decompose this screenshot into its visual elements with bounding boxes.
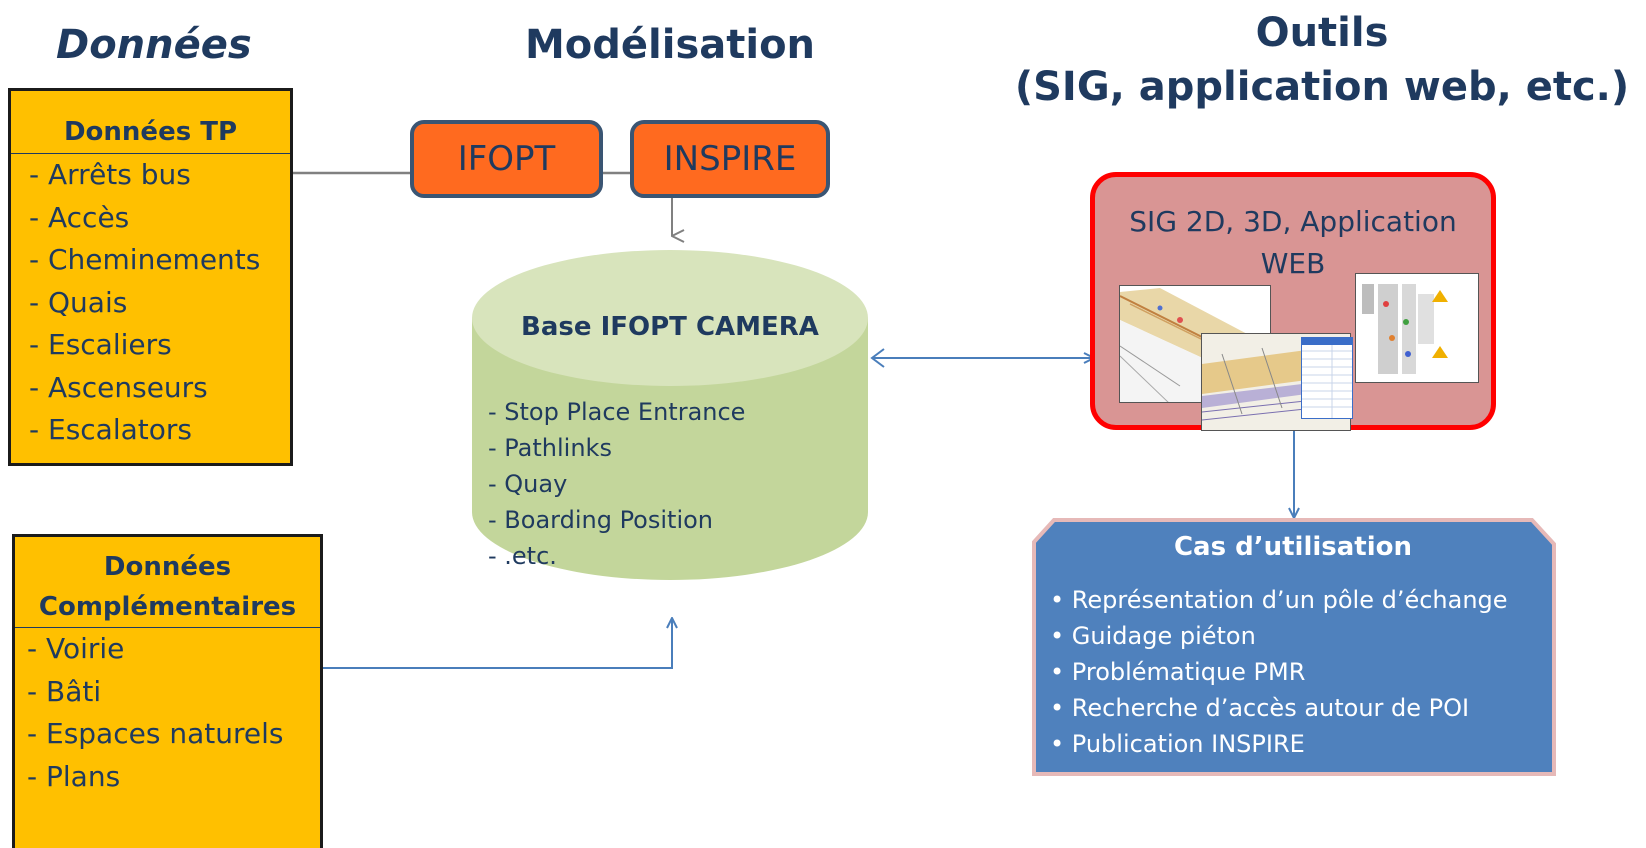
list-item: - Espaces naturels xyxy=(27,717,284,750)
cylinder-body xyxy=(472,318,868,580)
header-modelisation: Modélisation xyxy=(524,22,816,68)
list-item: Problématique PMR xyxy=(1050,654,1508,690)
list-item: - Arrêts bus xyxy=(29,158,191,191)
list-item: - Boarding Position xyxy=(488,506,714,534)
list-item: - Pathlinks xyxy=(488,434,612,462)
list-item: - Ascenseurs xyxy=(29,370,208,404)
list-item: - .etc. xyxy=(488,542,557,570)
inspire-box: INSPIRE xyxy=(630,120,830,198)
list-item: Représentation d’un pôle d’échange xyxy=(1050,582,1508,618)
map-2d-illustration xyxy=(1356,274,1478,382)
popup-titlebar xyxy=(1302,338,1352,345)
map-screenshot-2d-plan xyxy=(1355,273,1479,383)
popup-table-illustration xyxy=(1302,345,1352,418)
list-item: - Quay xyxy=(488,470,568,498)
arrow-complementaires-to-base xyxy=(322,618,672,669)
tools-title: SIG 2D, 3D, Application WEB xyxy=(1129,205,1457,280)
list-item: - Quais xyxy=(29,285,128,319)
donnees-complementaires-title: Données Complémentaires xyxy=(15,547,320,628)
donnees-complementaires-box: Données Complémentaires - Voirie - Bâti … xyxy=(12,534,323,848)
list-item: - Plans xyxy=(27,759,121,793)
list-item: - Voirie xyxy=(27,632,125,665)
use-cases-title: Cas d’utilisation xyxy=(1173,532,1413,562)
database-cylinder xyxy=(472,250,868,580)
header-outils: Outils (SIG, application web, etc.) xyxy=(998,6,1646,114)
header-outils-line1: Outils xyxy=(1255,10,1389,56)
list-item: Recherche d’accès autour de POI xyxy=(1050,690,1508,726)
list-item: - Bâti xyxy=(27,674,102,708)
use-cases-list: Représentation d’un pôle d’échange Guida… xyxy=(1050,582,1508,762)
list-item: - Accès xyxy=(29,200,130,234)
ifopt-box: IFOPT xyxy=(410,120,603,198)
donnees-tp-box: Données TP - Arrêts bus - Accès - Chemin… xyxy=(8,88,293,466)
donnees-complementaires-title-line1: Données xyxy=(103,552,232,582)
donnees-tp-list: - Arrêts bus - Accès - Cheminements - Qu… xyxy=(11,154,290,452)
list-item: Publication INSPIRE xyxy=(1050,726,1508,762)
header-outils-line2: (SIG, application web, etc.) xyxy=(1014,64,1630,110)
cylinder-top xyxy=(472,250,868,386)
database-title: Base IFOPT CAMERA xyxy=(521,312,819,342)
list-item: Guidage piéton xyxy=(1050,618,1508,654)
donnees-complementaires-list: - Voirie - Bâti - Espaces naturels - Pla… xyxy=(15,628,320,798)
database-list: - Stop Place Entrance - Pathlinks - Quay… xyxy=(488,394,745,574)
donnees-complementaires-title-line2: Complémentaires xyxy=(38,592,297,622)
attribute-table-popup xyxy=(1301,337,1353,419)
list-item: - Stop Place Entrance xyxy=(488,398,746,426)
list-item: - Escaliers xyxy=(29,328,172,361)
tools-box: SIG 2D, 3D, Application WEB xyxy=(1090,172,1496,431)
list-item: - Cheminements xyxy=(29,243,261,276)
list-item: - Escalators xyxy=(29,413,192,446)
arrow-head-left xyxy=(870,348,885,368)
donnees-tp-title: Données TP xyxy=(11,111,290,154)
header-donnees: Données xyxy=(56,22,252,68)
